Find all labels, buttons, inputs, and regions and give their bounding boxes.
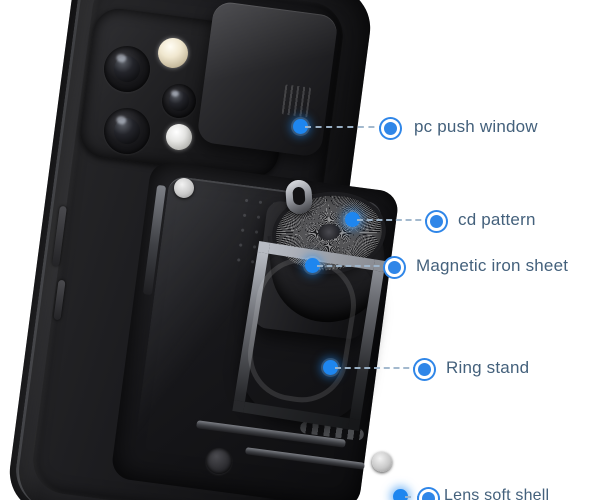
callout-end-dot [415, 360, 434, 379]
callout-anchor-dot [393, 489, 408, 500]
callout-anchor-dot [293, 119, 308, 134]
sliding-camera-cover [196, 0, 339, 158]
callout-anchor-dot [305, 258, 320, 273]
callout-end-dot [419, 489, 438, 500]
callout-end-dot [385, 258, 404, 277]
callout-end-dot [427, 212, 446, 231]
callout-label-ring-stand: Ring stand [446, 358, 530, 377]
callout-lead-line [357, 219, 431, 221]
callout-anchor-dot [345, 212, 360, 227]
callout-lead-line [405, 496, 423, 498]
cover-grip-texture [281, 84, 312, 118]
ring-stand-tab [284, 179, 314, 215]
callout-label-cd-pattern: cd pattern [458, 210, 536, 229]
callout-lead-line [305, 126, 385, 128]
callout-lead-line [317, 265, 389, 267]
callout-label-lens-soft-shell: Lens soft shell [444, 487, 550, 500]
callout-end-dot [381, 119, 400, 138]
callout-lead-line [335, 367, 419, 369]
callout-label-magnetic-iron-sheet: Magnetic iron sheet [416, 256, 569, 275]
screw-accent-bottom [370, 450, 394, 474]
callout-anchor-dot [323, 360, 338, 375]
callout-label-pc-push-window: pc push window [414, 117, 538, 136]
